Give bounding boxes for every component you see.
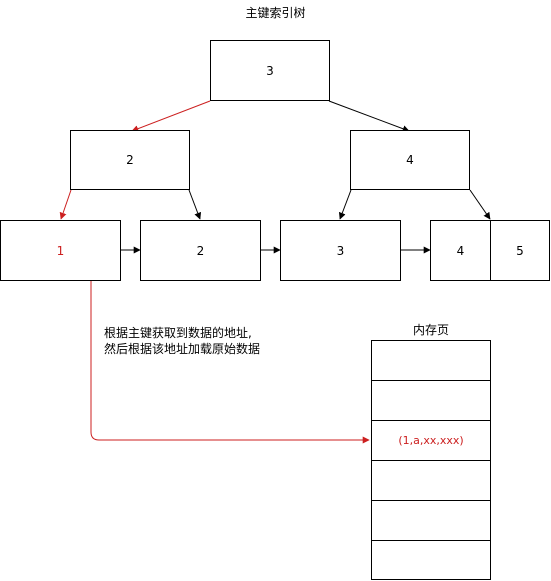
edge-node-2-to-leaf-2: [188, 189, 202, 220]
memory-row-target: (1,a,xx,xxx): [372, 421, 490, 461]
edge-root-to-node-4: [328, 100, 410, 133]
diagram-title: 主键索引树: [245, 6, 306, 20]
memory-row: [372, 381, 490, 421]
edge-root-to-node-2: [131, 100, 211, 133]
tree-node-root: 3: [210, 40, 330, 101]
edge-leaf-1-to-memory-row: [90, 281, 370, 444]
memory-row: [372, 341, 490, 381]
edge-node-4-to-leaf-5: [469, 189, 491, 220]
memory-row: [372, 541, 490, 581]
leaf-node-2: 2: [140, 220, 261, 281]
lookup-note-line-2: 然后根据该地址加载原始数据: [104, 342, 261, 356]
lookup-note-line-1: 根据主键获取到数据的地址,: [104, 326, 252, 340]
memory-page: (1,a,xx,xxx): [371, 340, 491, 580]
leaf-node-3: 3: [280, 220, 401, 281]
tree-node-right: 4: [350, 130, 470, 190]
edge-node-2-to-leaf-1: [59, 189, 72, 220]
memory-page-label: 内存页: [412, 323, 449, 337]
memory-row: [372, 501, 490, 541]
memory-row: [372, 461, 490, 501]
leaf-node-1: 1: [0, 220, 121, 281]
leaf-node-5: 5: [490, 220, 550, 281]
edge-node-4-to-leaf-3: [338, 189, 352, 220]
tree-node-left: 2: [70, 130, 190, 190]
leaf-node-4: 4: [430, 220, 491, 281]
lookup-note: 根据主键获取到数据的地址, 然后根据该地址加载原始数据: [104, 325, 294, 357]
